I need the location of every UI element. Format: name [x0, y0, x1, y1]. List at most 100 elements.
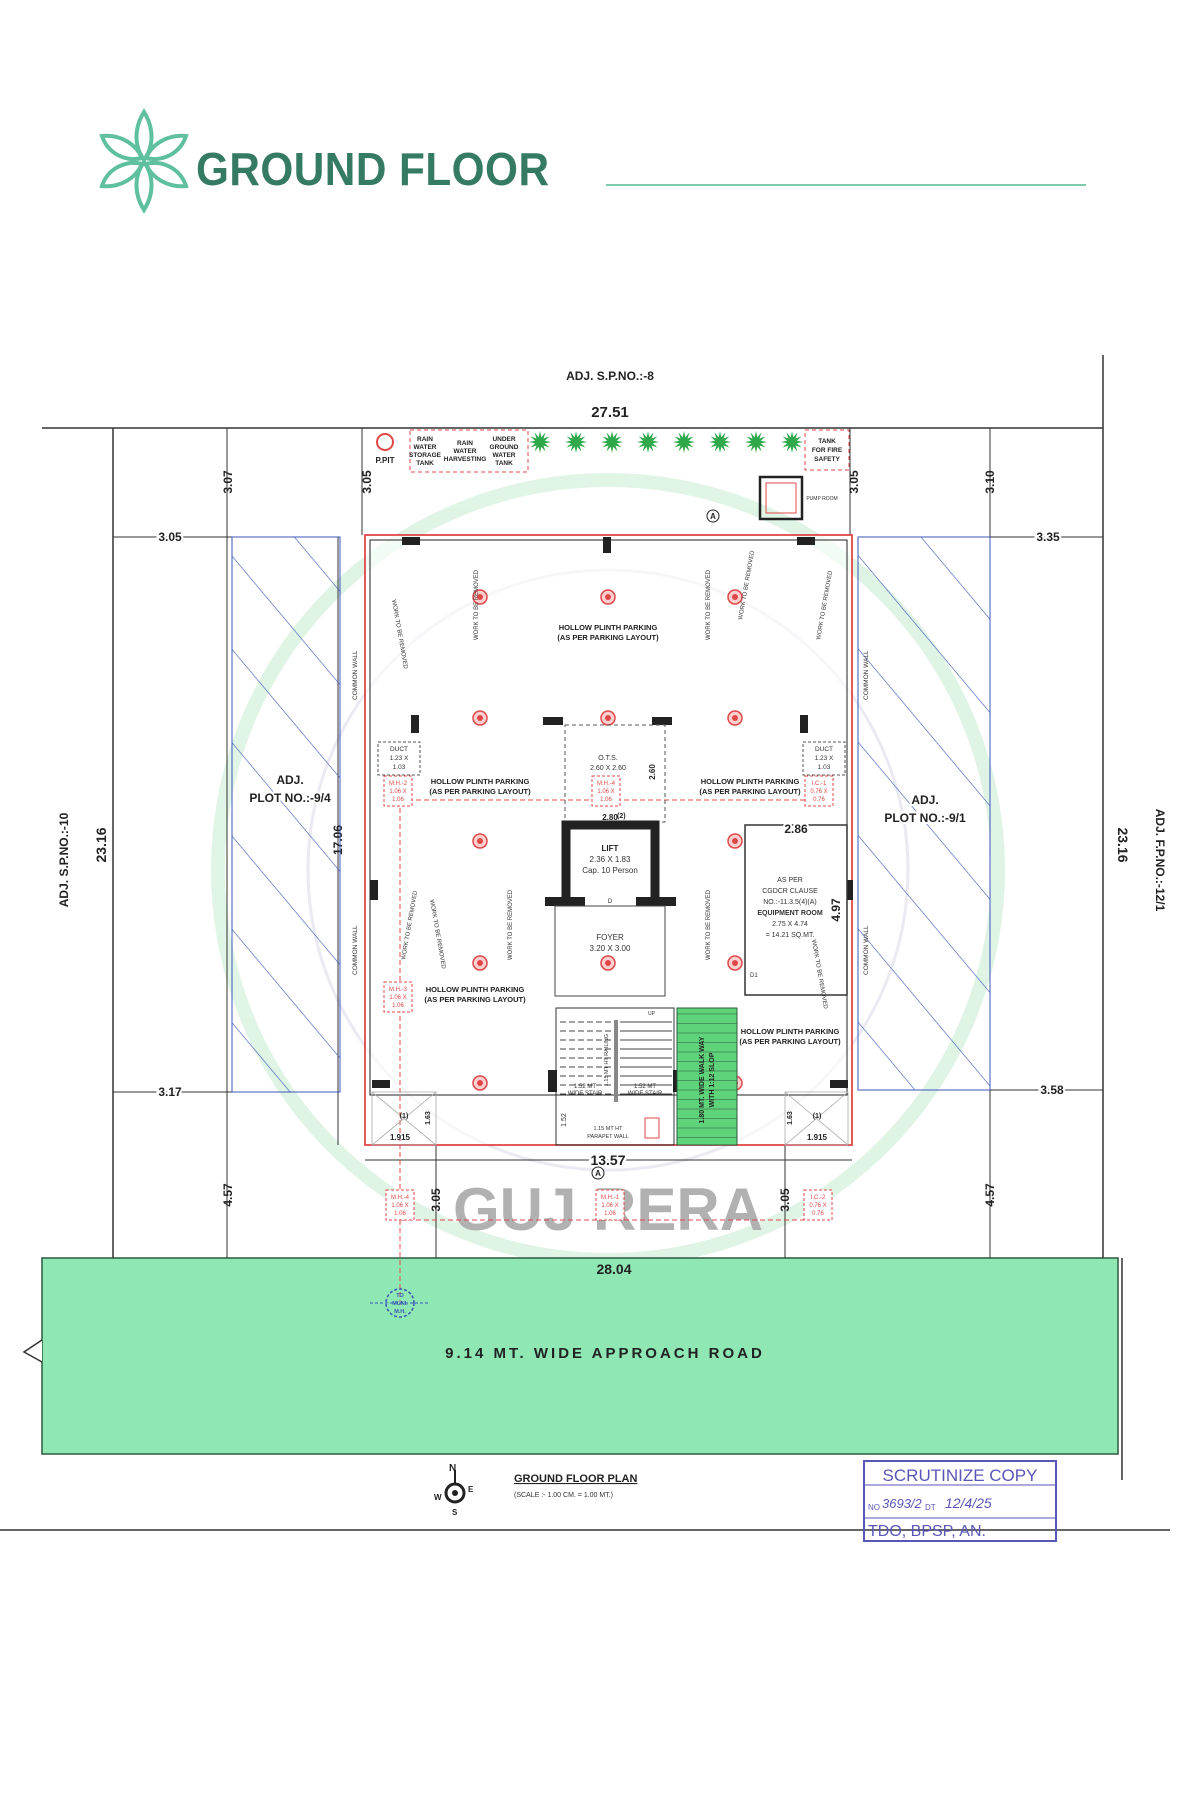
column-marker: [600, 955, 616, 971]
dim-front-right: 4.57: [983, 1183, 997, 1207]
dim-corner-w-left: 1.915: [390, 1133, 411, 1142]
ots-label: O.T.S.: [598, 755, 618, 762]
dim-stair-depth: 1.52: [561, 1113, 568, 1127]
svg-text:0.76 X: 0.76 X: [810, 789, 827, 795]
foyer: [554, 905, 666, 997]
stair-up-label: UP: [648, 1011, 656, 1017]
tree-icon: [709, 431, 731, 453]
svg-text:1.06 X: 1.06 X: [597, 789, 614, 795]
svg-text:I.C.-1: I.C.-1: [812, 781, 827, 787]
door-d1-label: D1: [750, 973, 758, 979]
adj-plot-left-hatch: [231, 536, 341, 1093]
svg-text:M.H.-3: M.H.-3: [389, 987, 408, 993]
common-wall-label-right: COMMON WALL: [863, 650, 870, 700]
road-break-mark: [22, 1339, 43, 1363]
dim-bottom-width: 28.04: [596, 1261, 631, 1277]
svg-text:WITH 1:12 SLOP: WITH 1:12 SLOP: [709, 1052, 716, 1107]
railing-label: 1.15 MT HT RAILING: [604, 1034, 610, 1086]
svg-text:2.60 X 2.60: 2.60 X 2.60: [590, 765, 626, 772]
parking-label-top: HOLLOW PLINTH PARKING: [559, 623, 658, 632]
dim-right-depth: 23.16: [1115, 827, 1131, 862]
walkway-ramp: [676, 1007, 738, 1146]
right-neighbor-label: ADJ. F.P.NO.:-12/1: [1153, 809, 1167, 912]
compass-icon: N E S W: [434, 1463, 474, 1517]
dim-top-right-setback: 3.10: [983, 470, 997, 494]
column-marker: [727, 710, 743, 726]
tree-icon: [529, 431, 551, 453]
pit-label: P.PIT: [376, 456, 395, 465]
svg-text:1.06 X: 1.06 X: [389, 789, 406, 795]
lift-door-label: D: [608, 899, 613, 905]
dim-equip-width: 2.86: [784, 822, 808, 836]
plot-boundary: [0, 355, 1170, 1531]
left-neighbor-label: ADJ. S.P.NO.:-10: [57, 812, 71, 907]
svg-text:WORK TO BE REMOVED: WORK TO BE REMOVED: [508, 889, 514, 960]
column-marker: [472, 589, 488, 605]
dim-front-mid-left: 3.05: [429, 1188, 443, 1212]
dim-corner-h-left: 1.63: [425, 1111, 432, 1125]
adj-plot-left-number: PLOT NO.:-9/4: [249, 791, 331, 805]
percolation-pit-icon: [376, 433, 394, 451]
ramp-label: 1.80 MT. WIDE WALK WAY: [699, 1036, 706, 1123]
stair-right-label: WIDE STAIR: [628, 1091, 663, 1097]
dim-front-left: 4.57: [221, 1183, 235, 1207]
dim-top-left-setback: 3.07: [221, 470, 235, 494]
svg-text:A: A: [710, 512, 716, 521]
column-marker: [600, 589, 616, 605]
svg-text:WORK TO BE REMOVED: WORK TO BE REMOVED: [706, 889, 712, 960]
manhole-ic1: I.C.-10.76 X0.76: [804, 775, 834, 807]
approach-road: [41, 1257, 1119, 1455]
parking-label-bottom-right: HOLLOW PLINTH PARKING: [741, 1027, 840, 1036]
svg-text:1.06 X: 1.06 X: [391, 1203, 408, 1209]
column-marker: [727, 589, 743, 605]
svg-text:1.06: 1.06: [600, 797, 612, 803]
dim-corner-w-right: 1.915: [807, 1133, 828, 1142]
svg-text:M.H.-2: M.H.-2: [389, 781, 408, 787]
svg-text:(AS PER PARKING LAYOUT): (AS PER PARKING LAYOUT): [739, 1037, 841, 1046]
column-marker: [472, 1075, 488, 1091]
manhole-mh1: M.H.-11.06 X1.06: [595, 1189, 625, 1221]
svg-text:SCRUTINIZE COPY: SCRUTINIZE COPY: [883, 1466, 1038, 1485]
svg-text:M.H.-4: M.H.-4: [391, 1195, 410, 1201]
dim-lift-top: 2.80: [602, 813, 618, 822]
svg-text:N: N: [449, 1463, 456, 1474]
plan-scale: (SCALE :- 1.00 CM. = 1.00 MT.): [514, 1492, 613, 1499]
stair-treads: [560, 1021, 672, 1095]
pump-room-box: [758, 475, 804, 521]
parapet-label: PARAPET WALL: [587, 1134, 628, 1140]
tree-icon: [601, 431, 623, 453]
svg-text:1.06: 1.06: [394, 1211, 406, 1217]
adj-plot-left-label: ADJ.: [276, 773, 303, 787]
svg-text:1.06: 1.06: [392, 1003, 404, 1009]
svg-text:3.20 X 3.00: 3.20 X 3.00: [590, 944, 631, 953]
column-marker: [727, 833, 743, 849]
manhole-mh4: M.H.-4 1.06 X 1.06: [591, 775, 621, 807]
svg-text:1.06 X: 1.06 X: [601, 1203, 618, 1209]
dim-front-mid-right: 3.05: [778, 1188, 792, 1212]
manhole-mh2: M.H.-2 1.06 X 1.06: [383, 775, 413, 807]
road-label: 9.14 MT. WIDE APPROACH ROAD: [445, 1345, 765, 1362]
column-marker: [472, 955, 488, 971]
manhole-mh4: M.H.-4 1.06 X 1.06: [385, 1189, 415, 1221]
lift-number: (2): [617, 813, 626, 820]
leaf-flower-logo: [99, 108, 189, 214]
svg-text:E: E: [468, 1485, 474, 1494]
svg-text:1.52 MT: 1.52 MT: [574, 1084, 596, 1090]
section-marker-bottom: [591, 1166, 605, 1180]
svg-text:1.52 MT: 1.52 MT: [634, 1084, 656, 1090]
corner-cutouts: [371, 1091, 849, 1146]
lift-shaft: [561, 820, 660, 904]
plan-title: GROUND FLOOR PLAN: [514, 1473, 637, 1485]
svg-text:WORK TO BE REMOVED: WORK TO BE REMOVED: [474, 569, 480, 640]
svg-text:1.06: 1.06: [392, 797, 404, 803]
column-marker: [600, 710, 616, 726]
adj-plot-right-number: PLOT NO.:-9/1: [884, 811, 966, 825]
svg-text:A: A: [595, 1169, 601, 1178]
svg-text:M.H.-4: M.H.-4: [597, 781, 616, 787]
